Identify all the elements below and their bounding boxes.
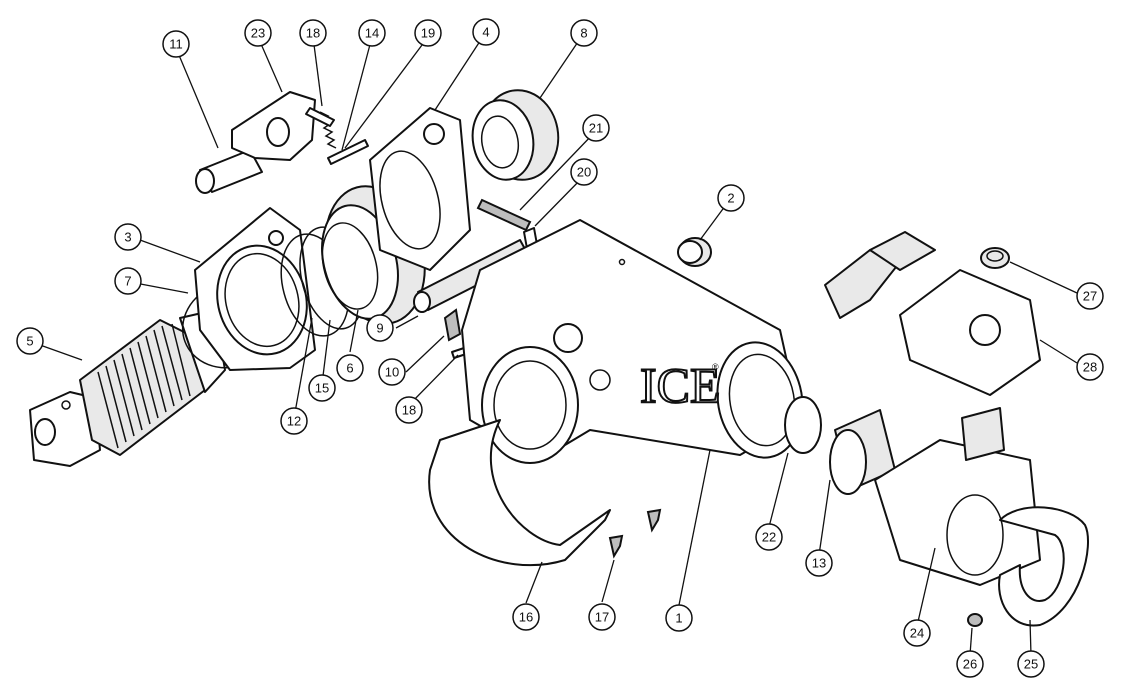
callout-6: 6 — [336, 354, 364, 382]
callout-18-lower-label: 18 — [402, 403, 416, 418]
callout-22-label: 22 — [762, 530, 776, 545]
part-25-hook-arm — [998, 506, 1089, 627]
callout-8: 8 — [570, 19, 598, 47]
callout-26-label: 26 — [963, 657, 977, 672]
part-8-bearing — [471, 89, 560, 181]
callout-4-label: 4 — [482, 25, 489, 40]
callout-20: 20 — [570, 158, 598, 186]
callout-12-label: 12 — [287, 414, 301, 429]
callout-18-lower: 18 — [395, 396, 423, 424]
callout-13: 13 — [805, 549, 833, 577]
callout-23-label: 23 — [251, 26, 265, 41]
part-5-drive-shaft — [29, 309, 226, 467]
callout-11: 11 — [162, 30, 190, 58]
part-18-pin-upper — [305, 107, 335, 127]
part-1-housing: ICE ® — [461, 219, 804, 464]
callout-23: 23 — [244, 19, 272, 47]
callout-9-label: 9 — [376, 321, 383, 336]
callout-18-upper-label: 18 — [306, 26, 320, 41]
part-10-spring — [443, 308, 462, 342]
callout-4: 4 — [472, 18, 500, 46]
leader-lines — [39, 31, 1078, 656]
callout-12: 12 — [280, 407, 308, 435]
part-4-link-plate — [369, 107, 471, 271]
part-2-plug — [677, 237, 712, 267]
callout-7: 7 — [114, 267, 142, 295]
part-19-pin — [327, 139, 369, 165]
callout-28-label: 28 — [1083, 360, 1097, 375]
callout-10-label: 10 — [385, 365, 399, 380]
callout-25-label: 25 — [1024, 657, 1038, 672]
callout-27: 27 — [1076, 282, 1104, 310]
callout-8-label: 8 — [580, 26, 587, 41]
callout-25: 25 — [1017, 650, 1045, 678]
part-27-cap — [980, 247, 1010, 269]
callout-3-label: 3 — [124, 230, 131, 245]
logo-registered-mark: ® — [712, 362, 719, 372]
part-28-swivel-manifold — [824, 231, 1041, 396]
part-21-spring — [476, 198, 532, 232]
part-22-seal — [784, 396, 822, 454]
part-17-screw-left — [608, 534, 624, 559]
part-23-pawl — [231, 91, 316, 161]
callout-16: 16 — [512, 603, 540, 631]
part-24-cylinder — [874, 407, 1041, 586]
callout-22: 22 — [755, 523, 783, 551]
callout-18-upper: 18 — [299, 19, 327, 47]
callout-14: 14 — [358, 19, 386, 47]
callout-16-label: 16 — [519, 610, 533, 625]
callout-27-label: 27 — [1083, 289, 1097, 304]
callout-15: 15 — [308, 374, 336, 402]
part-26-grub-screw — [967, 613, 983, 627]
callout-24-label: 24 — [910, 626, 924, 641]
part-16-reaction-arm — [428, 419, 611, 567]
callout-19-label: 19 — [421, 26, 435, 41]
part-17-screw-right — [646, 508, 662, 533]
callout-9: 9 — [366, 314, 394, 342]
ice-logo-text: ICE — [640, 357, 721, 413]
callout-28: 28 — [1076, 353, 1104, 381]
callout-24: 24 — [903, 619, 931, 647]
callout-5-label: 5 — [26, 334, 33, 349]
part-13-piston — [829, 409, 896, 495]
callout-3: 3 — [114, 223, 142, 251]
callout-13-label: 13 — [812, 556, 826, 571]
callout-26: 26 — [956, 650, 984, 678]
callout-15-label: 15 — [315, 381, 329, 396]
callout-1: 1 — [665, 604, 693, 632]
callout-21: 21 — [582, 114, 610, 142]
callout-1-label: 1 — [675, 611, 682, 626]
callout-20-label: 20 — [577, 165, 591, 180]
callout-14-label: 14 — [365, 26, 379, 41]
callout-17-label: 17 — [595, 610, 609, 625]
callout-5: 5 — [16, 327, 44, 355]
callout-7-label: 7 — [124, 274, 131, 289]
callout-10: 10 — [378, 358, 406, 386]
part-11-pin — [195, 149, 263, 194]
callout-2: 2 — [717, 184, 745, 212]
part-9-piston-rod — [413, 239, 531, 313]
callout-19: 19 — [414, 19, 442, 47]
callout-17: 17 — [588, 603, 616, 631]
callout-2-label: 2 — [727, 191, 734, 206]
callout-11-label: 11 — [169, 37, 183, 52]
callout-21-label: 21 — [589, 121, 603, 136]
callout-6-label: 6 — [346, 361, 353, 376]
part-3-side-plate — [194, 207, 316, 371]
